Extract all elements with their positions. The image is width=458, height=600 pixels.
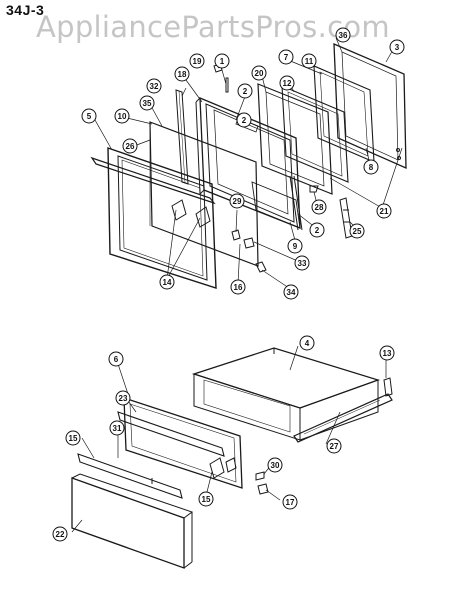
callout-21[interactable]: 21 xyxy=(376,203,392,219)
callout-33[interactable]: 33 xyxy=(294,255,310,271)
svg-text:11: 11 xyxy=(305,57,314,66)
svg-text:19: 19 xyxy=(193,57,202,66)
callout-15-right[interactable]: 15 xyxy=(198,491,214,507)
watermark-text: AppliancePartsPros.com xyxy=(36,10,390,44)
callout-13[interactable]: 13 xyxy=(379,345,395,361)
svg-text:15: 15 xyxy=(202,495,211,504)
callout-10[interactable]: 10 xyxy=(114,108,130,124)
callout-32[interactable]: 32 xyxy=(146,78,162,94)
svg-text:5: 5 xyxy=(87,112,92,121)
svg-text:30: 30 xyxy=(271,461,280,470)
door-gasket xyxy=(251,175,303,231)
callout-14[interactable]: 14 xyxy=(159,274,175,290)
inner-glass xyxy=(281,85,349,183)
side-trim xyxy=(175,89,189,185)
callout-20[interactable]: 20 xyxy=(251,65,267,81)
svg-text:31: 31 xyxy=(113,424,122,433)
svg-text:10: 10 xyxy=(118,112,127,121)
svg-text:36: 36 xyxy=(339,31,348,40)
callout-2-low[interactable]: 2 xyxy=(236,112,252,128)
callout-5[interactable]: 5 xyxy=(81,108,97,124)
svg-text:12: 12 xyxy=(283,79,292,88)
model-code: 34J-3 xyxy=(6,2,45,18)
callout-8[interactable]: 8 xyxy=(363,159,379,175)
svg-text:13: 13 xyxy=(383,349,392,358)
callout-9[interactable]: 9 xyxy=(287,238,303,254)
svg-text:32: 32 xyxy=(150,82,159,91)
callout-18[interactable]: 18 xyxy=(174,66,190,82)
svg-text:27: 27 xyxy=(330,442,339,451)
svg-text:4: 4 xyxy=(305,339,310,348)
callout-2-mid[interactable]: 2 xyxy=(309,222,325,238)
svg-text:21: 21 xyxy=(380,207,389,216)
svg-text:14: 14 xyxy=(163,278,172,287)
callout-17[interactable]: 17 xyxy=(282,494,298,510)
kick-panel xyxy=(71,473,194,569)
svg-text:8: 8 xyxy=(369,163,374,172)
outer-door-frame xyxy=(107,147,217,289)
drawer-rail xyxy=(293,377,393,443)
callout-16[interactable]: 16 xyxy=(230,279,246,295)
callout-34[interactable]: 34 xyxy=(283,284,299,300)
callout-26[interactable]: 26 xyxy=(122,138,138,154)
drawer-handle xyxy=(117,411,237,479)
svg-text:2: 2 xyxy=(243,87,248,96)
callout-1[interactable]: 1 xyxy=(214,53,230,69)
callout-29[interactable]: 29 xyxy=(229,193,245,209)
svg-text:15: 15 xyxy=(69,434,78,443)
svg-text:9: 9 xyxy=(293,242,298,251)
svg-text:23: 23 xyxy=(119,394,128,403)
callout-22[interactable]: 22 xyxy=(52,526,68,542)
svg-text:20: 20 xyxy=(255,69,264,78)
svg-text:29: 29 xyxy=(233,197,242,206)
callout-23[interactable]: 23 xyxy=(115,390,131,406)
svg-text:6: 6 xyxy=(114,355,119,364)
svg-text:16: 16 xyxy=(234,283,243,292)
callout-36[interactable]: 36 xyxy=(335,27,351,43)
window-frame xyxy=(257,83,333,195)
svg-text:18: 18 xyxy=(178,70,187,79)
svg-text:33: 33 xyxy=(298,259,307,268)
svg-text:3: 3 xyxy=(395,43,400,52)
callout-28[interactable]: 28 xyxy=(311,199,327,215)
svg-text:25: 25 xyxy=(353,227,362,236)
lower-trim xyxy=(77,453,183,499)
callout-7[interactable]: 7 xyxy=(278,49,294,65)
drawer-box xyxy=(191,347,381,441)
drawer-hardware xyxy=(255,471,269,495)
callout-35[interactable]: 35 xyxy=(139,95,155,111)
svg-text:28: 28 xyxy=(315,203,324,212)
svg-text:1: 1 xyxy=(220,57,225,66)
svg-text:34: 34 xyxy=(287,288,296,297)
callout-12[interactable]: 12 xyxy=(279,75,295,91)
callout-2-top[interactable]: 2 xyxy=(237,83,253,99)
callout-4[interactable]: 4 xyxy=(299,335,315,351)
svg-text:35: 35 xyxy=(143,99,152,108)
svg-text:2: 2 xyxy=(315,226,320,235)
door-handle xyxy=(90,156,216,228)
outer-glass-panel xyxy=(149,121,259,267)
callout-6[interactable]: 6 xyxy=(108,351,124,367)
svg-text:26: 26 xyxy=(126,142,135,151)
svg-text:7: 7 xyxy=(284,53,289,62)
callout-25[interactable]: 25 xyxy=(349,223,365,239)
callout-31[interactable]: 31 xyxy=(109,420,125,436)
svg-text:22: 22 xyxy=(56,530,65,539)
svg-text:2: 2 xyxy=(242,116,247,125)
callout-3[interactable]: 3 xyxy=(389,39,405,55)
callout-11[interactable]: 11 xyxy=(301,53,317,69)
callout-15-left[interactable]: 15 xyxy=(65,430,81,446)
callout-30[interactable]: 30 xyxy=(267,457,283,473)
svg-text:17: 17 xyxy=(286,498,295,507)
drawer-front xyxy=(123,397,243,489)
callout-27[interactable]: 27 xyxy=(326,438,342,454)
callout-19[interactable]: 19 xyxy=(189,53,205,69)
